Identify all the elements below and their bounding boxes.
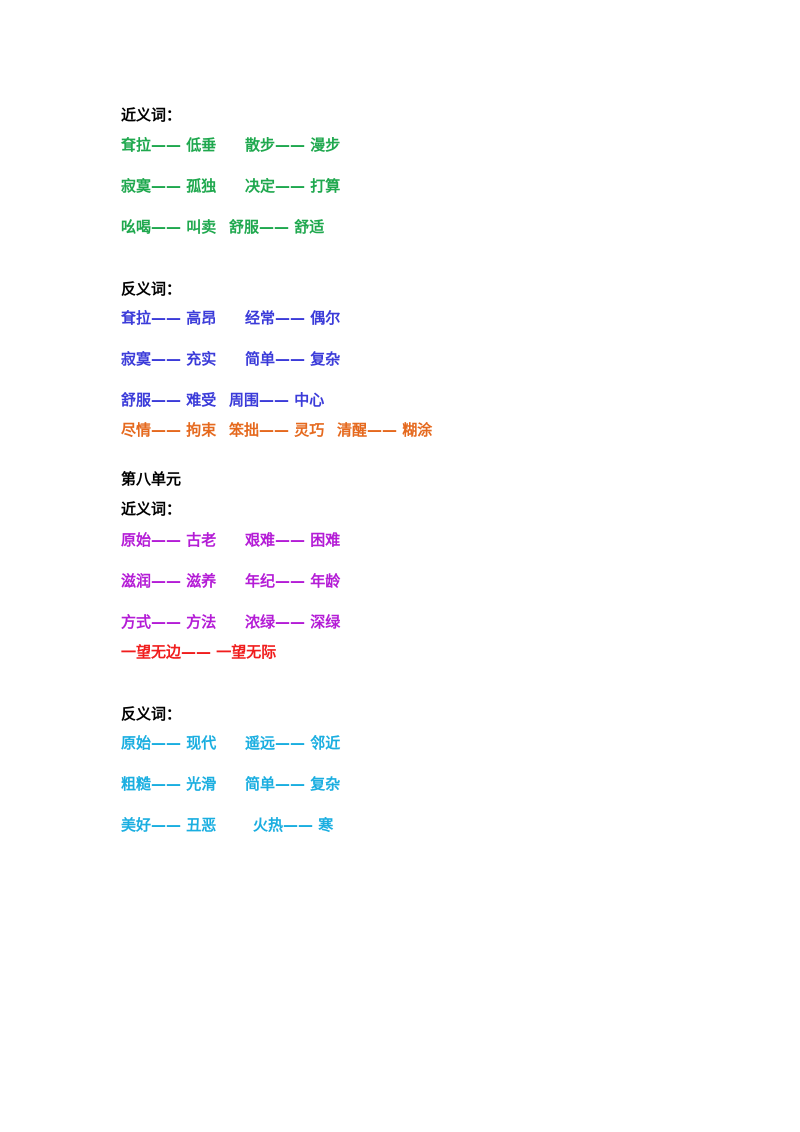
word-pair: 尽情—— 拘束 <box>121 421 217 439</box>
section-heading-synonyms-1: 近义词： <box>121 106 182 124</box>
word-pair-line: 舒服—— 难受周围—— 中心 <box>121 390 324 410</box>
word-pair: 粗糙—— 光滑 <box>121 775 217 793</box>
word-pair: 滋润—— 滋养 <box>121 572 217 590</box>
word-pair: 遥远—— 邻近 <box>245 734 341 752</box>
word-pair: 火热—— 寒 <box>253 816 334 834</box>
word-pair-line-red: 一望无边—— 一望无际 <box>121 642 276 662</box>
word-pair-line: 原始—— 现代 遥远—— 邻近 <box>121 733 340 753</box>
word-pair: 舒服—— 舒适 <box>229 218 325 236</box>
word-pair: 周围—— 中心 <box>229 391 325 409</box>
word-pair: 耷拉—— 低垂 <box>121 136 217 154</box>
word-pair-line: 原始—— 古老 艰难—— 困难 <box>121 530 340 550</box>
word-pair-line: 耷拉—— 高昂 经常—— 偶尔 <box>121 308 340 328</box>
word-pair-line: 耷拉—— 低垂 散步—— 漫步 <box>121 135 340 155</box>
word-pair: 艰难—— 困难 <box>245 531 341 549</box>
word-pair-line: 滋润—— 滋养 年纪—— 年龄 <box>121 571 340 591</box>
word-pair-line: 美好—— 丑恶 火热—— 寒 <box>121 815 333 835</box>
word-pair: 吆喝—— 叫卖 <box>121 218 217 236</box>
unit-title: 第八单元 <box>121 470 182 488</box>
word-pair-line: 粗糙—— 光滑 简单—— 复杂 <box>121 774 340 794</box>
word-pair: 寂寞—— 充实 <box>121 350 217 368</box>
word-pair: 年纪—— 年龄 <box>245 572 341 590</box>
word-pair: 原始—— 现代 <box>121 734 217 752</box>
word-pair: 耷拉—— 高昂 <box>121 309 217 327</box>
word-pair: 决定—— 打算 <box>245 177 341 195</box>
word-pair-line: 吆喝—— 叫卖舒服—— 舒适 <box>121 217 324 237</box>
word-pair-line-orange: 尽情—— 拘束笨拙—— 灵巧清醒—— 糊涂 <box>121 420 432 440</box>
word-pair: 寂寞—— 孤独 <box>121 177 217 195</box>
word-pair: 笨拙—— 灵巧 <box>229 421 325 439</box>
word-pair: 清醒—— 糊涂 <box>337 421 433 439</box>
section-heading-antonyms-2: 反义词： <box>121 705 182 723</box>
word-pair: 一望无边—— 一望无际 <box>121 643 277 661</box>
word-pair-line: 寂寞—— 充实 简单—— 复杂 <box>121 349 340 369</box>
word-pair: 美好—— 丑恶 <box>121 816 217 834</box>
word-pair: 散步—— 漫步 <box>245 136 341 154</box>
word-pair: 原始—— 古老 <box>121 531 217 549</box>
word-pair: 经常—— 偶尔 <box>245 309 341 327</box>
word-pair: 浓绿—— 深绿 <box>245 613 341 631</box>
section-heading-synonyms-2: 近义词： <box>121 500 182 518</box>
word-pair-line: 寂寞—— 孤独 决定—— 打算 <box>121 176 340 196</box>
word-pair: 简单—— 复杂 <box>245 350 341 368</box>
word-pair: 方式—— 方法 <box>121 613 217 631</box>
word-pair-line: 方式—— 方法 浓绿—— 深绿 <box>121 612 340 632</box>
word-pair: 舒服—— 难受 <box>121 391 217 409</box>
section-heading-antonyms-1: 反义词： <box>121 280 182 298</box>
word-pair: 简单—— 复杂 <box>245 775 341 793</box>
